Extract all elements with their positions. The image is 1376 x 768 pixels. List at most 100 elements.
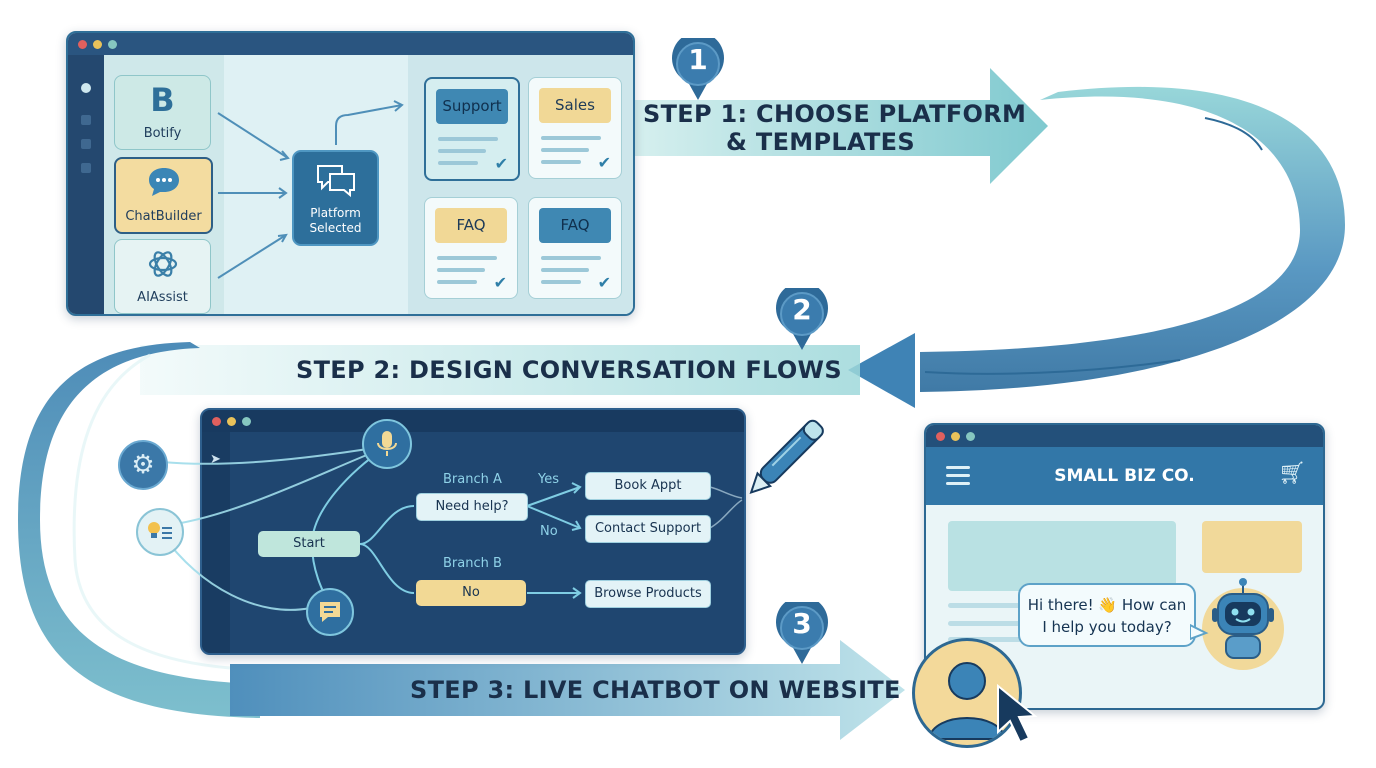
minimize-dot[interactable] xyxy=(227,417,236,426)
text-line xyxy=(541,280,581,284)
step1-number: 1 xyxy=(688,43,708,76)
maximize-dot[interactable] xyxy=(966,432,975,441)
maximize-dot[interactable] xyxy=(108,40,117,49)
chat-bubbles-icon xyxy=(294,162,377,205)
chat-bubble-icon xyxy=(116,165,211,208)
bubble-tail xyxy=(1190,623,1209,641)
checkmark-icon: ✔ xyxy=(597,153,611,172)
branch-a-label: Branch A xyxy=(443,472,502,487)
checkmark-icon: ✔ xyxy=(493,273,507,292)
platform-card-botify[interactable]: B Botify xyxy=(114,75,211,150)
platform-card-chatbuilder[interactable]: ChatBuilder xyxy=(114,157,213,234)
no-label: No xyxy=(540,524,558,539)
text-line xyxy=(541,136,601,140)
rail-item[interactable] xyxy=(81,163,91,173)
flow-node-need-help[interactable]: Need help? xyxy=(416,493,528,521)
text-line xyxy=(541,256,601,260)
text-line xyxy=(437,256,497,260)
checkmark-icon: ✔ xyxy=(597,273,611,292)
rail-item[interactable] xyxy=(81,115,91,125)
close-dot[interactable] xyxy=(212,417,221,426)
text-line xyxy=(541,268,589,272)
selection-arrows xyxy=(217,100,404,279)
text-line xyxy=(438,149,486,153)
close-dot[interactable] xyxy=(78,40,87,49)
cursor-tool-icon[interactable]: ➤ xyxy=(210,452,221,467)
platform-selected-line2: Selected xyxy=(309,221,362,235)
template-label: Support xyxy=(436,89,508,124)
platform-label: Botify xyxy=(143,126,182,141)
maximize-dot[interactable] xyxy=(242,417,251,426)
template-card-faq-2[interactable]: FAQ ✔ xyxy=(528,197,622,299)
template-label: FAQ xyxy=(539,208,611,243)
platform-selection-window: B Botify ChatBuilder AIAssist Platform S… xyxy=(66,31,635,316)
pen-icon xyxy=(749,419,824,495)
step1-arrow xyxy=(628,68,1048,184)
text-line xyxy=(948,603,1028,608)
window-titlebar xyxy=(202,410,744,432)
yes-label: Yes xyxy=(538,472,559,487)
botify-logo-icon: B xyxy=(150,81,175,119)
robot-icon[interactable] xyxy=(1202,578,1284,670)
template-card-faq[interactable]: FAQ ✔ xyxy=(424,197,518,299)
flow-node-browse-products[interactable]: Browse Products xyxy=(585,580,711,608)
step2-title: STEP 2: DESIGN CONVERSATION FLOWS xyxy=(296,356,842,384)
flow-side-connectors xyxy=(161,447,375,611)
right-curve-arrow xyxy=(920,86,1345,393)
step3-badge: 3 xyxy=(775,602,829,664)
template-card-sales[interactable]: Sales ✔ xyxy=(528,77,622,179)
window-titlebar xyxy=(926,425,1323,447)
hero-image-placeholder xyxy=(948,521,1176,591)
lightbulb-icon[interactable] xyxy=(136,508,184,556)
cursor-icon xyxy=(997,683,1038,744)
checkmark-icon: ✔ xyxy=(494,154,508,173)
text-line xyxy=(437,280,477,284)
message-icon[interactable] xyxy=(306,588,354,636)
chat-line2: I help you today? xyxy=(1042,618,1172,636)
close-dot[interactable] xyxy=(936,432,945,441)
platform-selected-card[interactable]: Platform Selected xyxy=(292,150,379,246)
text-line xyxy=(437,268,485,272)
window-titlebar xyxy=(68,33,633,55)
gear-icon[interactable]: ⚙ xyxy=(118,440,168,490)
site-navbar: 🛒︎ xyxy=(926,447,1323,505)
flow-node-book-appt[interactable]: Book Appt xyxy=(585,472,711,500)
step1-title-line1: STEP 1: CHOOSE PLATFORM xyxy=(643,100,1027,128)
side-rail xyxy=(68,55,104,314)
microphone-icon[interactable] xyxy=(362,419,412,469)
menu-icon[interactable] xyxy=(946,466,970,485)
platform-selected-label: Platform Selected xyxy=(294,206,377,236)
text-line xyxy=(948,637,1058,642)
platform-label: ChatBuilder xyxy=(125,209,202,224)
text-line xyxy=(438,137,498,141)
site-brand[interactable]: SMALL BIZ CO. xyxy=(1054,466,1195,486)
minimize-dot[interactable] xyxy=(93,40,102,49)
chat-bubble[interactable]: Hi there! 👋 How can I help you today? xyxy=(1018,583,1196,647)
ai-knot-icon xyxy=(115,246,210,291)
chat-line1: Hi there! 👋 How can xyxy=(1027,596,1187,614)
flow-node-start[interactable]: Start xyxy=(258,531,360,557)
step2-number: 2 xyxy=(792,293,812,326)
user-icon[interactable] xyxy=(81,83,91,93)
step2-arrow xyxy=(848,333,915,408)
branch-b-label: Branch B xyxy=(443,556,502,571)
cart-icon[interactable]: 🛒︎ xyxy=(1278,461,1306,486)
step1-badge: 1 xyxy=(671,38,725,100)
step3-number: 3 xyxy=(792,607,812,640)
flow-node-no[interactable]: No xyxy=(416,580,526,606)
step3-arrow xyxy=(230,640,905,740)
rail-item[interactable] xyxy=(81,139,91,149)
template-label: Sales xyxy=(539,88,611,123)
step1-title: STEP 1: CHOOSE PLATFORM & TEMPLATES xyxy=(643,100,1027,156)
flow-designer-window: ➤ Start Branch A Need help? Yes No Book … xyxy=(200,408,746,655)
step3-title: STEP 3: LIVE CHATBOT ON WEBSITE xyxy=(410,676,901,704)
text-line xyxy=(541,160,581,164)
minimize-dot[interactable] xyxy=(951,432,960,441)
text-line xyxy=(541,148,589,152)
platform-card-aiassist[interactable]: AIAssist xyxy=(114,239,211,314)
step2-badge: 2 xyxy=(775,288,829,350)
step1-title-line2: & TEMPLATES xyxy=(726,128,915,156)
text-line xyxy=(438,161,478,165)
flow-node-contact-support[interactable]: Contact Support xyxy=(585,515,711,543)
template-card-support[interactable]: Support ✔ xyxy=(424,77,520,181)
